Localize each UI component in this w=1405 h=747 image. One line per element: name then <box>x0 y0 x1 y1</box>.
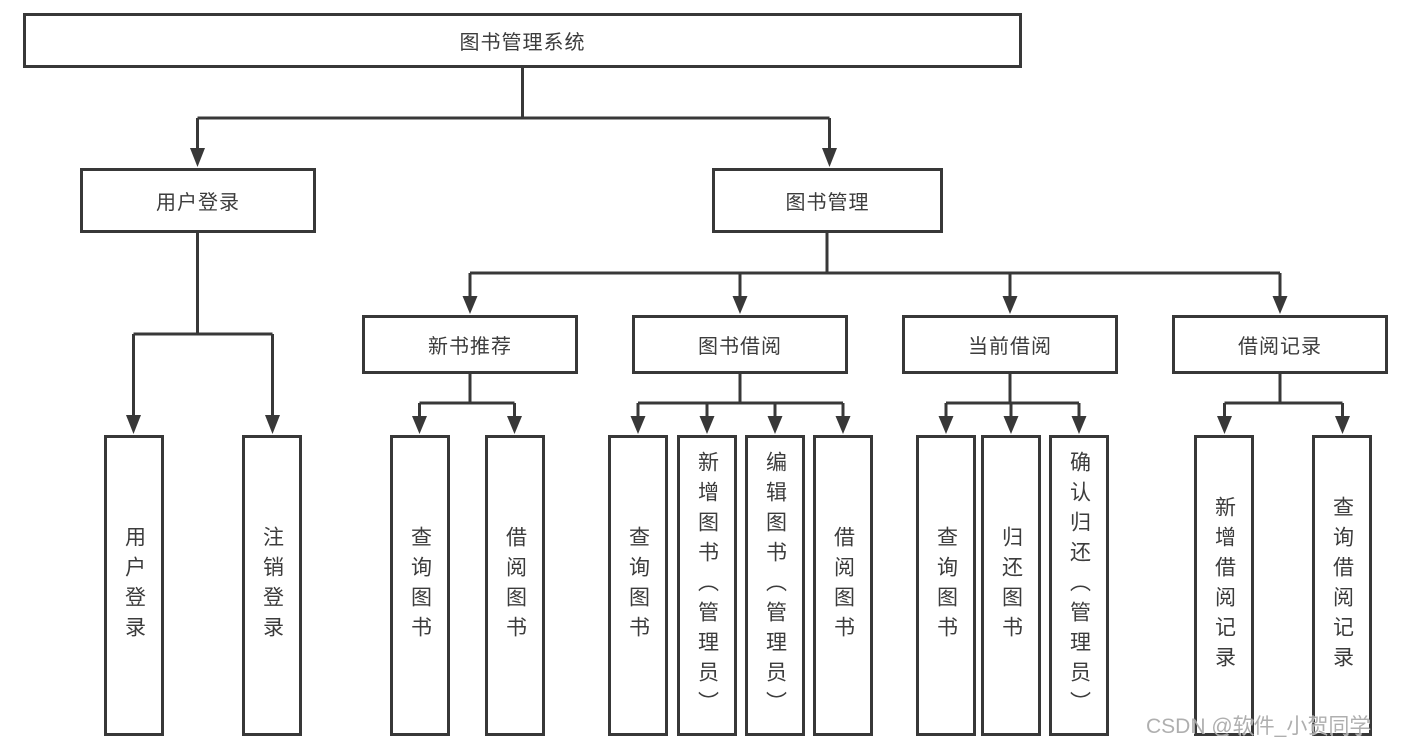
arrow-down-icon <box>412 416 427 434</box>
node-user-login-branch: 用户登录 <box>80 168 316 233</box>
leaf-node-query-borrow-record: 查询借阅记录 <box>1312 435 1372 736</box>
leaf-node-query-books-borrowing: 查询图书 <box>608 435 668 736</box>
leaf-label: 借阅图书 <box>831 525 855 646</box>
leaf-label: 新增借阅记录 <box>1212 495 1236 676</box>
node-book-borrowing: 图书借阅 <box>632 315 848 374</box>
node-borrowing-records: 借阅记录 <box>1172 315 1388 374</box>
connector-new-book-recommend-to-leaves <box>412 374 522 434</box>
arrow-down-icon <box>835 416 851 434</box>
leaf-node-query-books-recommend: 查询图书 <box>390 435 450 736</box>
node-label: 用户登录 <box>156 192 240 214</box>
arrow-down-icon <box>1002 296 1018 314</box>
arrow-down-icon <box>1335 416 1350 434</box>
leaf-node-confirm-return-admin: 确认归还（管理员） <box>1049 435 1109 736</box>
arrow-down-icon <box>1071 416 1087 434</box>
leaf-label: 编辑图书（管理员） <box>763 450 787 721</box>
leaf-label: 注销登录 <box>260 525 284 646</box>
leaf-node-borrow-books-borrowing: 借阅图书 <box>813 435 873 736</box>
leaf-node-add-books-admin: 新增图书（管理员） <box>677 435 737 736</box>
arrow-down-icon <box>1272 296 1288 314</box>
arrow-down-icon <box>767 416 783 434</box>
csdn-watermark: CSDN @软件_小贺同学 <box>1146 715 1371 738</box>
leaf-label: 新增图书（管理员） <box>695 450 719 721</box>
arrow-down-icon <box>265 415 280 434</box>
connector-book-borrowing-to-leaves <box>630 374 851 434</box>
leaf-label: 借阅图书 <box>503 525 527 646</box>
node-book-management-branch: 图书管理 <box>712 168 943 233</box>
connector-book-management-to-level3 <box>462 233 1288 314</box>
leaf-label: 查询图书 <box>408 525 432 646</box>
arrow-down-icon <box>462 296 478 314</box>
arrow-down-icon <box>1003 416 1019 434</box>
leaf-node-query-books-current: 查询图书 <box>916 435 976 736</box>
arrow-down-icon <box>1217 416 1232 434</box>
node-root-library-management-system: 图书管理系统 <box>23 13 1022 68</box>
node-label: 图书借阅 <box>698 336 782 358</box>
connector-user-login-to-leaves <box>126 233 280 434</box>
leaf-label: 查询图书 <box>626 525 650 646</box>
leaf-node-edit-books-admin: 编辑图书（管理员） <box>745 435 805 736</box>
node-label: 图书管理系统 <box>459 32 586 54</box>
node-label: 图书管理 <box>785 192 870 214</box>
arrow-down-icon <box>699 416 715 434</box>
leaf-label: 确认归还（管理员） <box>1067 450 1091 721</box>
arrow-down-icon <box>732 296 748 314</box>
node-label: 当前借阅 <box>968 336 1052 358</box>
leaf-label: 用户登录 <box>122 525 146 646</box>
leaf-node-borrow-books-recommend: 借阅图书 <box>485 435 545 736</box>
node-label: 借阅记录 <box>1238 336 1322 358</box>
arrow-down-icon <box>126 415 141 434</box>
leaf-label: 归还图书 <box>999 525 1023 646</box>
node-label: 新书推荐 <box>428 336 512 358</box>
leaf-node-user-login: 用户登录 <box>104 435 164 736</box>
arrow-down-icon <box>938 416 954 434</box>
leaf-label: 查询图书 <box>934 525 958 646</box>
arrow-down-icon <box>630 416 646 434</box>
arrow-down-icon <box>822 148 837 167</box>
leaf-label: 查询借阅记录 <box>1330 495 1354 676</box>
node-new-book-recommend: 新书推荐 <box>362 315 578 374</box>
leaf-node-return-books: 归还图书 <box>981 435 1041 736</box>
connector-borrowing-records-to-leaves <box>1217 374 1350 434</box>
node-current-borrowing: 当前借阅 <box>902 315 1118 374</box>
leaf-node-logout: 注销登录 <box>242 435 302 736</box>
connector-current-borrowing-to-leaves <box>938 374 1087 434</box>
connector-root-to-level2 <box>190 67 837 167</box>
arrow-down-icon <box>507 416 522 434</box>
arrow-down-icon <box>190 148 205 167</box>
leaf-node-add-borrow-record: 新增借阅记录 <box>1194 435 1254 736</box>
